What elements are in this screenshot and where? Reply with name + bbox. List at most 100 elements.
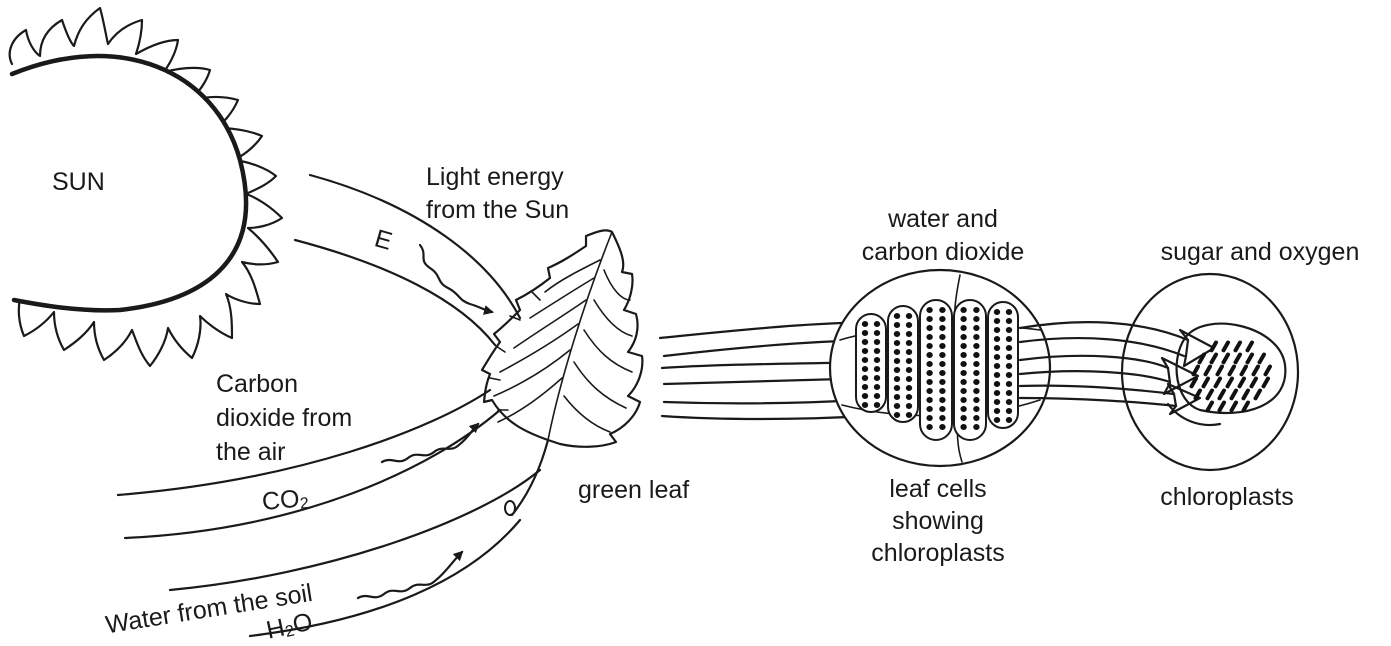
chloroplast-dot — [994, 318, 1000, 324]
thylakoid — [1205, 388, 1215, 401]
chloroplast-dot — [894, 340, 900, 346]
thylakoid — [1213, 376, 1223, 389]
water-wave-arrow — [358, 552, 462, 598]
water-path-lower — [250, 520, 520, 636]
chloroplast-dot — [1006, 327, 1012, 333]
light-energy-label-line2: from the Sun — [426, 196, 569, 224]
chloroplast-dot — [939, 334, 945, 340]
chloroplast-dot — [994, 309, 1000, 315]
thylakoid-stacks — [1189, 340, 1273, 413]
chloroplast-dot — [906, 412, 912, 418]
chloroplast-dot — [894, 385, 900, 391]
thylakoid — [1201, 376, 1211, 389]
chloroplast-outer — [1122, 274, 1298, 470]
chloroplast — [1122, 274, 1298, 470]
thylakoid — [1241, 388, 1251, 401]
sun-disc — [12, 56, 246, 310]
chloroplast-dot — [1006, 354, 1012, 360]
chloroplast-dot — [960, 307, 966, 313]
chloroplast-dot — [874, 348, 880, 354]
chloroplast-dot — [973, 307, 979, 313]
chloroplast-dot — [939, 397, 945, 403]
chloroplast-dot — [939, 424, 945, 430]
chloroplast-dot — [939, 361, 945, 367]
chloroplast-dot — [874, 357, 880, 363]
chloroplast-dot — [926, 388, 932, 394]
chloroplast-dot — [994, 354, 1000, 360]
chloroplast-dot — [973, 388, 979, 394]
chloroplast-dot — [926, 379, 932, 385]
leaf-cells-label-line3: chloroplasts — [871, 539, 1004, 567]
chloroplast-dot — [926, 397, 932, 403]
cell-column — [954, 300, 986, 440]
chloroplast-dot — [894, 322, 900, 328]
cell-column — [888, 306, 918, 422]
green-leaf-label: green leaf — [578, 476, 689, 504]
chloroplast-dot — [926, 316, 932, 322]
chloroplast-dot — [894, 394, 900, 400]
chloroplast-dot — [874, 393, 880, 399]
chloroplast-dot — [960, 424, 966, 430]
chloroplast-dot — [874, 339, 880, 345]
thylakoid — [1221, 352, 1231, 365]
thylakoid — [1229, 400, 1239, 413]
chloroplast-dot — [1006, 309, 1012, 315]
chloroplast-dot — [862, 384, 868, 390]
chloroplast-dot — [973, 397, 979, 403]
chloroplast-dot — [894, 349, 900, 355]
chloroplast-dot — [1006, 417, 1012, 423]
co2-formula-main: CO — [261, 485, 301, 516]
chloroplast-dot — [894, 331, 900, 337]
light-path-lower — [295, 240, 495, 345]
chloroplast-dot — [939, 370, 945, 376]
chloroplast-dot — [994, 363, 1000, 369]
chloroplast-dot — [939, 388, 945, 394]
chloroplast-dot — [973, 370, 979, 376]
water-path-upper — [170, 470, 540, 590]
chloroplast-dot — [960, 343, 966, 349]
chloroplast-dot — [939, 325, 945, 331]
chloroplast-dot — [960, 352, 966, 358]
chloroplast-dot — [994, 345, 1000, 351]
chloroplast-dot — [960, 316, 966, 322]
chloroplast-dot — [926, 415, 932, 421]
chloroplast-dot — [1006, 381, 1012, 387]
leaf-stem-node — [505, 501, 515, 515]
co2-from-air-label-line3: the air — [216, 438, 285, 466]
chloroplast-dot — [1006, 399, 1012, 405]
chloroplast-dot — [994, 390, 1000, 396]
chloroplast-dot — [973, 325, 979, 331]
chloroplast-dot — [994, 327, 1000, 333]
chloroplast-dot — [874, 321, 880, 327]
chloroplast-dot — [862, 321, 868, 327]
chloroplast-dot — [973, 361, 979, 367]
chloroplast-dot — [862, 366, 868, 372]
thylakoid — [1257, 352, 1267, 365]
chloroplast-dot — [926, 325, 932, 331]
chloroplast-dot — [994, 381, 1000, 387]
leaf-blade — [482, 230, 642, 446]
leaf-veins — [490, 260, 632, 432]
thylakoid — [1209, 352, 1219, 365]
chloroplast-dot — [906, 340, 912, 346]
h2o-formula-main: H — [264, 614, 287, 645]
chloroplast-dot — [926, 343, 932, 349]
chloroplast-dot — [906, 403, 912, 409]
chloroplast-dot — [906, 394, 912, 400]
chloroplast-dot — [926, 352, 932, 358]
chloroplast-dot — [1006, 363, 1012, 369]
chloroplast-dot — [906, 331, 912, 337]
chloroplast-dot — [862, 402, 868, 408]
chloroplast-dot — [973, 352, 979, 358]
chloroplast-dot — [906, 322, 912, 328]
leaf-cells-label-line2: showing — [892, 507, 984, 535]
sun — [10, 8, 282, 366]
chloroplast-dot — [926, 406, 932, 412]
thylakoid — [1237, 376, 1247, 389]
co2-formula: CO2 — [261, 484, 310, 516]
hollow-arrowhead — [1180, 330, 1214, 366]
chloroplast-dot — [1006, 318, 1012, 324]
sugar-oxygen-label: sugar and oxygen — [1161, 238, 1360, 266]
chloroplast-dot — [994, 408, 1000, 414]
